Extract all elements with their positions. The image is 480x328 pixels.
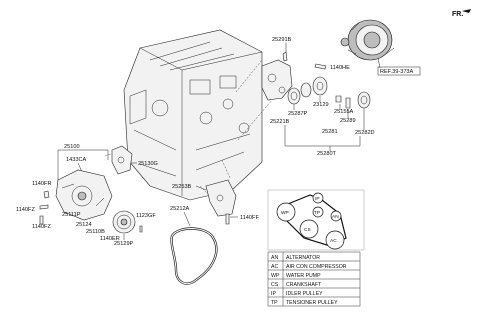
label-1140fz-b: 1140FZ xyxy=(32,224,51,230)
tensioner-bracket xyxy=(261,59,293,101)
bolt-1140fr xyxy=(43,190,50,199)
water-pump xyxy=(55,169,113,221)
label-25110b: 25110B xyxy=(86,229,105,235)
front-arrow-icon xyxy=(462,9,471,13)
engine-block xyxy=(123,29,263,201)
label-25281: 25281 xyxy=(322,129,338,135)
pulley-label-ip: IP xyxy=(315,196,320,202)
label-25155a: 25155A xyxy=(334,109,354,115)
label-25221b: 25221B xyxy=(270,119,290,125)
label-25280t: 25280T xyxy=(317,151,337,157)
bolt-25291b xyxy=(282,51,288,62)
label-25124: 25124 xyxy=(76,222,92,228)
legend-name: IDLER PULLEY xyxy=(286,291,323,297)
pulley-label-an: AN xyxy=(332,214,339,220)
legend-code: IP xyxy=(271,291,276,297)
bolt-1123gf xyxy=(139,225,143,233)
ref-box xyxy=(377,66,421,76)
label-1123gf: 1123GF xyxy=(136,213,156,219)
pulley-wp xyxy=(276,202,296,222)
label-1433ca: 1433CA xyxy=(66,157,86,163)
ref-label: REF.39-373A xyxy=(380,69,414,75)
pulley-25287p xyxy=(287,87,301,105)
bolt-1140ff xyxy=(225,213,230,225)
label-25289: 25289 xyxy=(340,118,356,124)
legend-code: WP xyxy=(271,273,280,279)
legend-code: AC xyxy=(271,264,278,270)
label-25287p: 25287P xyxy=(288,111,308,117)
pulley-tp xyxy=(312,206,324,218)
legend-name: AIR CON COMPRESSOR xyxy=(286,264,347,270)
label-25129p: 25129P xyxy=(114,241,134,247)
pulley-ac xyxy=(325,230,345,250)
label-25111p: 25111P xyxy=(62,212,81,218)
label-25130g: 25130G xyxy=(138,161,158,167)
water-pump-pulley xyxy=(112,210,136,234)
label-1140he: 1140HE xyxy=(330,65,350,71)
pulley-ip xyxy=(312,192,324,204)
label-25212a: 25212A xyxy=(170,206,190,212)
pulley-label-ac: AC xyxy=(330,238,337,244)
bolt-1140fz-b xyxy=(39,215,44,225)
gasket-25130g xyxy=(111,145,133,175)
legend-code: TP xyxy=(271,300,278,306)
pulley-cs xyxy=(299,219,319,239)
legend-table: AN ALTERNATOR AC AIR CON COMPRESSOR WP W… xyxy=(267,251,361,307)
label-25100: 25100 xyxy=(64,144,80,150)
legend-name: TENSIONER PULLEY xyxy=(286,300,338,306)
bolt-1140he xyxy=(314,63,327,70)
alternator xyxy=(340,19,395,61)
label-1140er: 1140ER xyxy=(100,236,120,242)
label-1140fr: 1140FR xyxy=(32,181,52,187)
front-direction-label: FR. xyxy=(452,11,463,18)
idler-pulley-assembly xyxy=(312,76,371,109)
label-1140ff: 1140FF xyxy=(240,215,259,221)
legend-name: WATER PUMP xyxy=(286,273,321,279)
tensioner-pulley-25281 xyxy=(300,82,312,98)
label-25291b: 25291B xyxy=(272,37,292,43)
legend-code: CS xyxy=(271,282,279,288)
label-1140fz-a: 1140FZ xyxy=(16,207,35,213)
label-25253b: 25253B xyxy=(172,184,192,190)
legend-name: CRANKSHAFT xyxy=(286,282,322,288)
label-25282d: 25282D xyxy=(355,130,375,136)
belt-routing-diagram: WP IP TP AN CS AC xyxy=(267,189,365,251)
bracket-25253b xyxy=(205,179,237,217)
legend-name: ALTERNATOR xyxy=(286,255,320,261)
legend-code: AN xyxy=(271,255,278,261)
pulley-label-tp: TP xyxy=(314,210,320,216)
label-23129: 23129 xyxy=(313,102,329,108)
drive-belt xyxy=(170,227,218,285)
pulley-label-cs: CS xyxy=(304,227,311,233)
pulley-an xyxy=(330,210,342,222)
pulley-label-wp: WP xyxy=(281,210,289,216)
bolt-1140fz-a xyxy=(39,204,49,210)
